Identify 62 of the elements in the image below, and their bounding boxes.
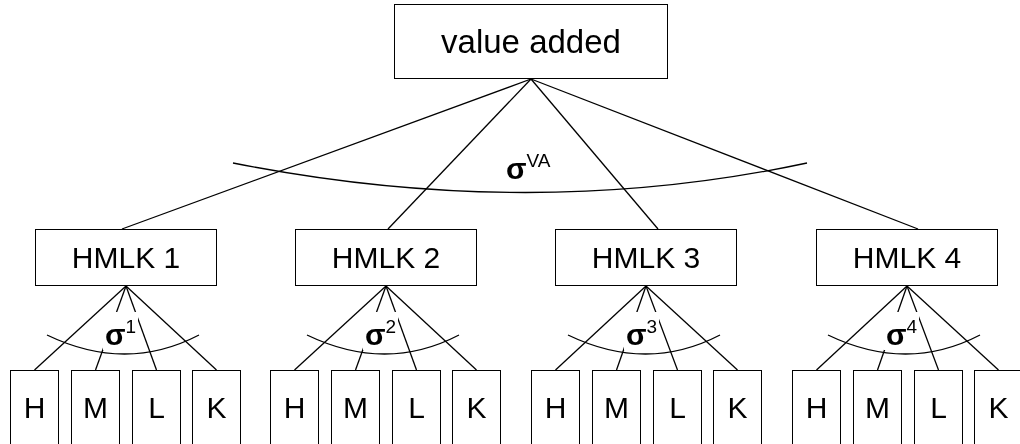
connector-line [906,285,1000,371]
box [192,370,241,444]
connector-line [125,285,158,371]
box [331,370,380,444]
connector-line [385,285,418,371]
node-label: HMLK 3 [591,240,701,275]
box [713,370,762,444]
node-label: M [343,391,368,425]
box [974,370,1020,444]
box [10,370,59,444]
connector-line [906,285,940,371]
node-label: H [805,391,828,425]
node-label: M [604,391,629,425]
connector-line [33,285,127,371]
box [653,370,702,444]
node-label: H [283,391,306,425]
node-label: HMLK 4 [852,240,962,275]
node-label: K [206,391,227,425]
connector-line [385,285,478,371]
box [592,370,641,444]
box [71,370,120,444]
node-label: K [988,391,1009,425]
node-label: K [727,391,748,425]
box [35,229,217,286]
box [270,370,319,444]
box [816,229,998,286]
connector-line [645,285,679,371]
connector-line [815,285,908,371]
box [792,370,841,444]
box [132,370,181,444]
node-label: L [148,391,165,425]
node-label: HMLK 1 [71,240,181,275]
connector-line [530,78,659,230]
box [914,370,963,444]
sigma-label: σ$^{3}$ [624,312,660,350]
node-label: K [466,391,487,425]
node-label: M [865,391,890,425]
node-label: HMLK 2 [331,240,441,275]
node-label: H [544,391,567,425]
connector-line [387,78,532,230]
connector-line [293,285,387,371]
sigma-label: σ$^{4}$ [884,312,920,350]
node-label: L [669,391,686,425]
box [295,229,477,286]
connector-line [645,285,739,371]
box [452,370,501,444]
box [853,370,902,444]
sigma-label: σ$^{1}$ [103,312,139,350]
connector-line [121,78,532,230]
connector-line [125,285,218,371]
node-label: L [930,391,947,425]
box [394,4,668,79]
box [392,370,441,444]
box [531,370,580,444]
node-label: M [83,391,108,425]
sigma-label: σ$^{2}$ [363,312,399,350]
connector-line [554,285,647,371]
node-label: H [23,391,46,425]
connector-line [530,78,919,230]
box [555,229,737,286]
node-label: value added [441,22,621,61]
node-label: L [408,391,425,425]
